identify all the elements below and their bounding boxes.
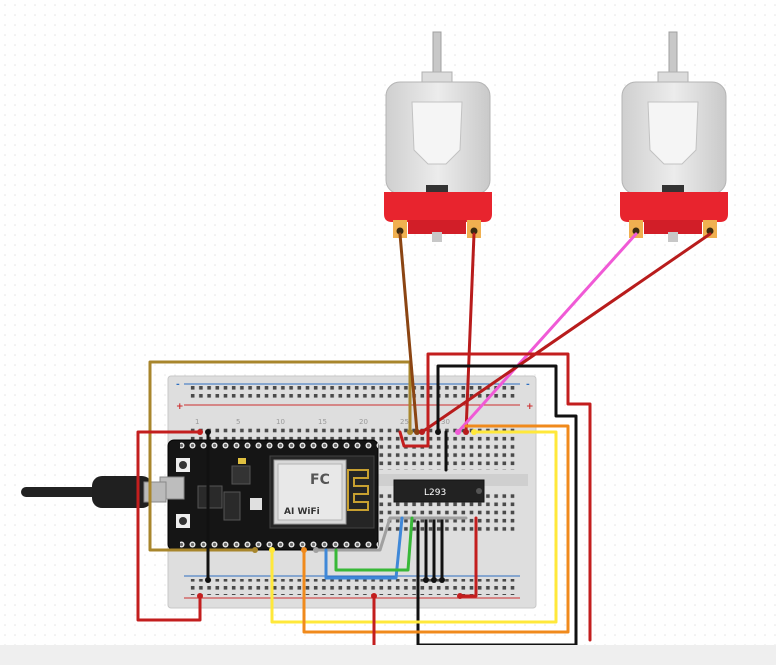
col-num-1: 1 (195, 418, 199, 426)
rail-minus-top-right: - (526, 380, 530, 390)
col-num-25: 25 (400, 418, 409, 426)
chip-label: L293 (424, 488, 446, 498)
module-brand-text: AI WiFi (284, 507, 320, 517)
wire-olive (148, 360, 412, 552)
fc-mark: FC (310, 472, 330, 488)
wire-pink (456, 232, 638, 434)
wire-brown (398, 232, 419, 434)
motor-right[interactable] (620, 31, 728, 242)
nodemcu-board[interactable]: FC AI WiFi (159, 438, 379, 551)
wire-motor-right-red (420, 232, 712, 434)
wire-orange (302, 424, 570, 634)
col-num-20: 20 (359, 418, 368, 426)
bottom-scroll-area (0, 645, 776, 665)
rail-minus-top: - (176, 380, 180, 390)
wire-red-left (136, 430, 202, 622)
col-num-30: 30 (441, 418, 450, 426)
rail-plus-top: + (176, 402, 184, 412)
wire-blue (324, 516, 404, 580)
rail-signs: - + - + (176, 380, 534, 412)
wire-motor-left-red (464, 232, 476, 434)
wire-red-top-loop (398, 352, 592, 642)
motor-left[interactable] (384, 31, 492, 242)
col-num-15: 15 (318, 418, 327, 426)
col-num-5: 5 (236, 418, 240, 426)
wire-endpoints (197, 429, 477, 599)
breadboard-column-numbers: 1 5 10 15 20 25 30 (195, 418, 450, 426)
wire-yellow (270, 430, 558, 624)
col-num-10: 10 (276, 418, 285, 426)
wire-green (334, 516, 414, 572)
wire-red-chip (458, 516, 478, 598)
wire-grey (314, 516, 468, 552)
l293-chip[interactable]: L293 (393, 479, 485, 503)
rail-plus-top-right: + (526, 402, 534, 412)
